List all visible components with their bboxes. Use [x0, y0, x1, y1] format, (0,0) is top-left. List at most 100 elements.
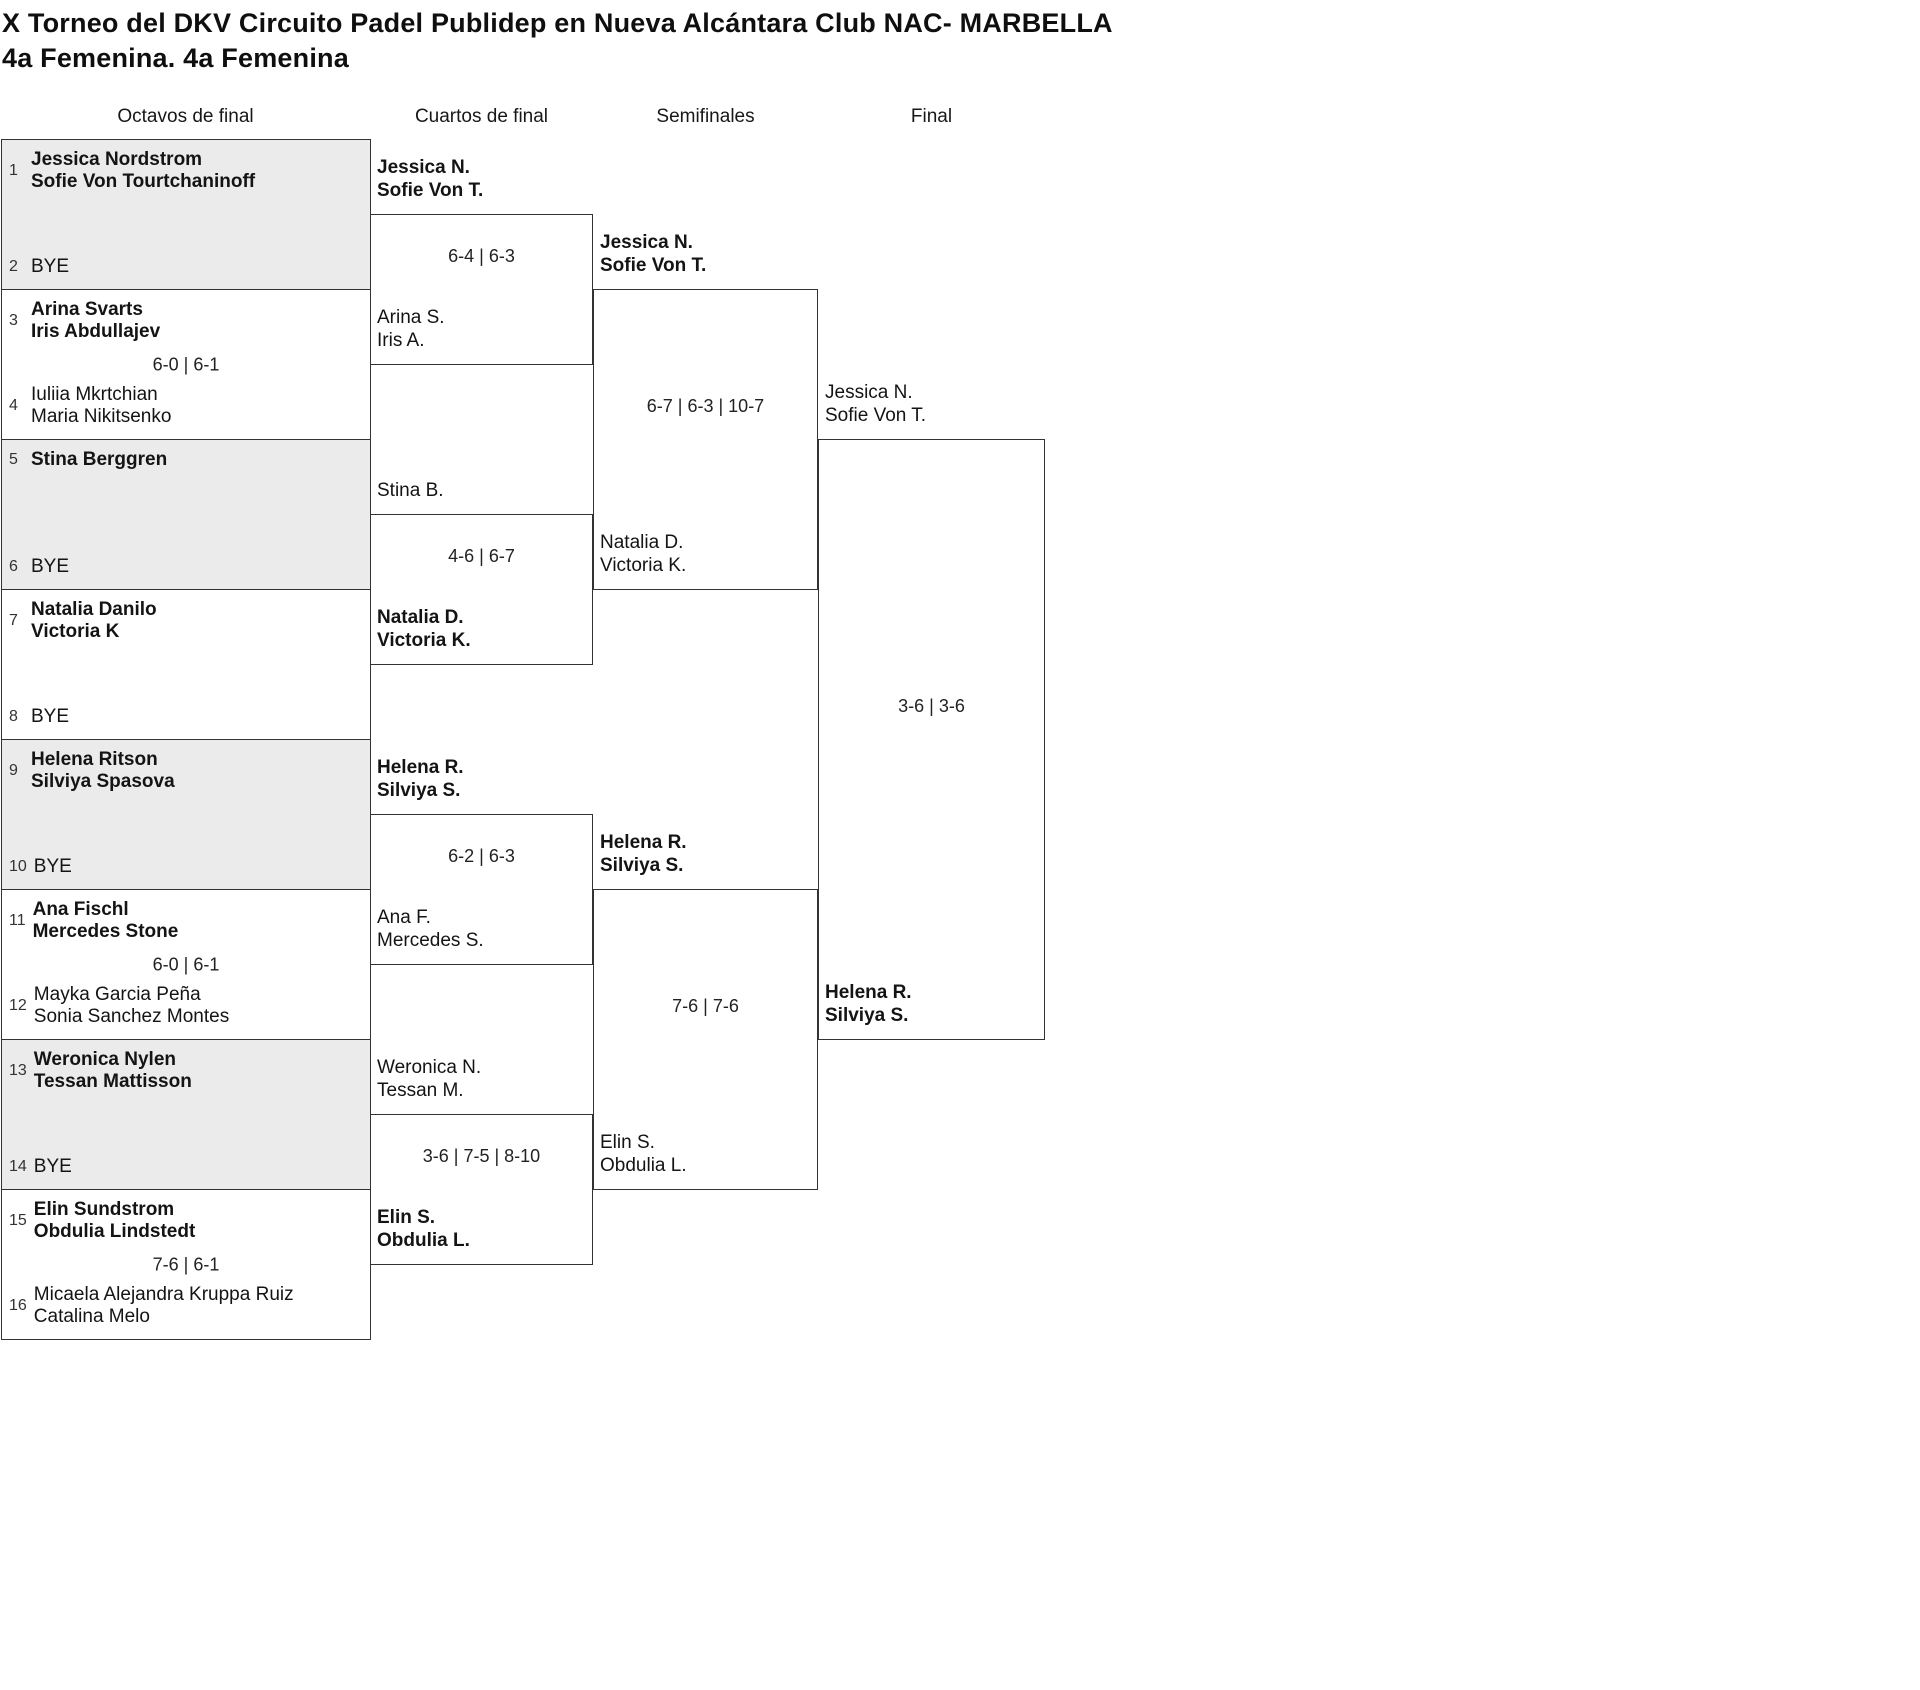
- quarterfinal-box: [370, 514, 593, 665]
- team-label-line: Sofie Von T.: [600, 255, 707, 276]
- team-name-line: Catalina Melo: [33, 1306, 150, 1327]
- quarterfinal-team-label: Elin S.Obdulia L.: [377, 1206, 470, 1252]
- team-label-line: Obdulia L.: [600, 1155, 687, 1176]
- team-name-line: Silviya Spasova: [31, 771, 175, 792]
- round-header-octavos: Octavos de final: [117, 106, 254, 127]
- quarterfinal-team-label: Jessica N.Sofie Von T.: [377, 156, 483, 202]
- seed-number: 1: [9, 162, 18, 179]
- round-header-cuartos: Cuartos de final: [414, 106, 549, 127]
- seed-number: 15: [9, 1212, 27, 1229]
- match-score: 6-0 | 6-1: [152, 354, 220, 374]
- team-label-line: Tessan M.: [377, 1080, 464, 1101]
- team-label-line: Helena R.: [377, 757, 464, 778]
- team-label-line: Stina B.: [377, 480, 444, 501]
- team-name-line: BYE: [33, 856, 72, 877]
- team-name: BYE: [31, 256, 69, 278]
- team-label-line: Iris A.: [377, 330, 425, 351]
- team-name-line: Maria Nikitsenko: [31, 406, 172, 427]
- team-label-line: Jessica N.: [825, 382, 913, 403]
- quarterfinal-box: [370, 1114, 593, 1265]
- team-slot: 2 BYE: [9, 256, 364, 278]
- team-name-line: Weronica Nylen: [33, 1049, 176, 1070]
- final-box: [818, 439, 1045, 1040]
- team-label-line: Helena R.: [600, 832, 687, 853]
- seed-number: 12: [9, 997, 27, 1014]
- team-label-line: Arina S.: [377, 307, 445, 328]
- final-team-label: Helena R.Silviya S.: [825, 981, 912, 1027]
- team-name-line: Arina Svarts: [31, 299, 143, 320]
- semifinal-box: [593, 889, 818, 1190]
- team-name: BYE: [34, 1156, 72, 1178]
- seed-number: 8: [9, 708, 18, 725]
- team-label-line: Sofie Von T.: [825, 405, 927, 426]
- team-name-line: BYE: [33, 1156, 72, 1177]
- team-slot: 6 BYE: [9, 556, 364, 578]
- team-label-line: Obdulia L.: [377, 1230, 470, 1251]
- team-label-line: Sofie Von T.: [377, 180, 484, 201]
- team-name-line: Iuliia Mkrtchian: [31, 384, 158, 405]
- seed-number: 7: [9, 612, 18, 629]
- quarterfinal-team-label: Ana F.Mercedes S.: [377, 906, 484, 952]
- quarterfinal-box: [370, 214, 593, 365]
- seed-number: 3: [9, 312, 18, 329]
- team-label-line: Jessica N.: [600, 232, 693, 253]
- page-subtitle: 4a Femenina. 4a Femenina: [2, 43, 349, 73]
- team-label-line: Silviya S.: [825, 1005, 909, 1026]
- team-label-line: Silviya S.: [600, 855, 684, 876]
- team-name-line: BYE: [31, 706, 70, 727]
- seed-number: 16: [9, 1297, 27, 1314]
- team-label-line: Elin S.: [377, 1207, 436, 1228]
- quarterfinal-team-label: Arina S.Iris A.: [377, 306, 445, 352]
- team-label-line: Natalia D.: [377, 607, 464, 628]
- team-name-line: Mercedes Stone: [32, 921, 179, 942]
- team-name-line: Elin Sundstrom: [33, 1199, 175, 1220]
- team-name-line: Ana Fischl: [32, 899, 129, 920]
- team-name-line: Helena Ritson: [31, 749, 158, 770]
- team-label-line: Jessica N.: [377, 157, 470, 178]
- round-header-final: Final: [910, 106, 953, 127]
- team-name: Stina Berggren: [31, 449, 167, 471]
- semifinal-team-label: Elin S.Obdulia L.: [600, 1131, 687, 1177]
- quarterfinal-score: 6-2 | 6-3: [448, 846, 515, 866]
- page-title-block: X Torneo del DKV Circuito Padel Publidep…: [2, 6, 1113, 76]
- team-name-line: BYE: [31, 556, 70, 577]
- team-name-line: Micaela Alejandra Kruppa Ruiz: [33, 1284, 294, 1305]
- team-name-line: BYE: [31, 256, 70, 277]
- quarterfinal-score: 4-6 | 6-7: [448, 546, 515, 566]
- team-slot: 10 BYE: [9, 856, 364, 878]
- final-team-label: Jessica N.Sofie Von T.: [825, 381, 926, 427]
- seed-number: 11: [9, 912, 26, 929]
- seed-number: 2: [9, 258, 18, 275]
- page-title: X Torneo del DKV Circuito Padel Publidep…: [2, 8, 1113, 38]
- seed-number: 10: [9, 858, 27, 875]
- team-slot: 8 BYE: [9, 706, 364, 728]
- seed-number: 6: [9, 558, 18, 575]
- team-name-line: Jessica Nordstrom: [31, 149, 203, 170]
- team-name-line: Obdulia Lindstedt: [33, 1221, 196, 1242]
- team-name-line: Sofie Von Tourtchaninoff: [31, 171, 256, 192]
- team-label-line: Silviya S.: [377, 780, 461, 801]
- semifinal-score: 7-6 | 7-6: [672, 996, 739, 1016]
- final-score: 3-6 | 3-6: [898, 696, 965, 716]
- quarterfinal-team-label: Helena R.Silviya S.: [377, 756, 464, 802]
- team-label-line: Victoria K.: [377, 630, 471, 651]
